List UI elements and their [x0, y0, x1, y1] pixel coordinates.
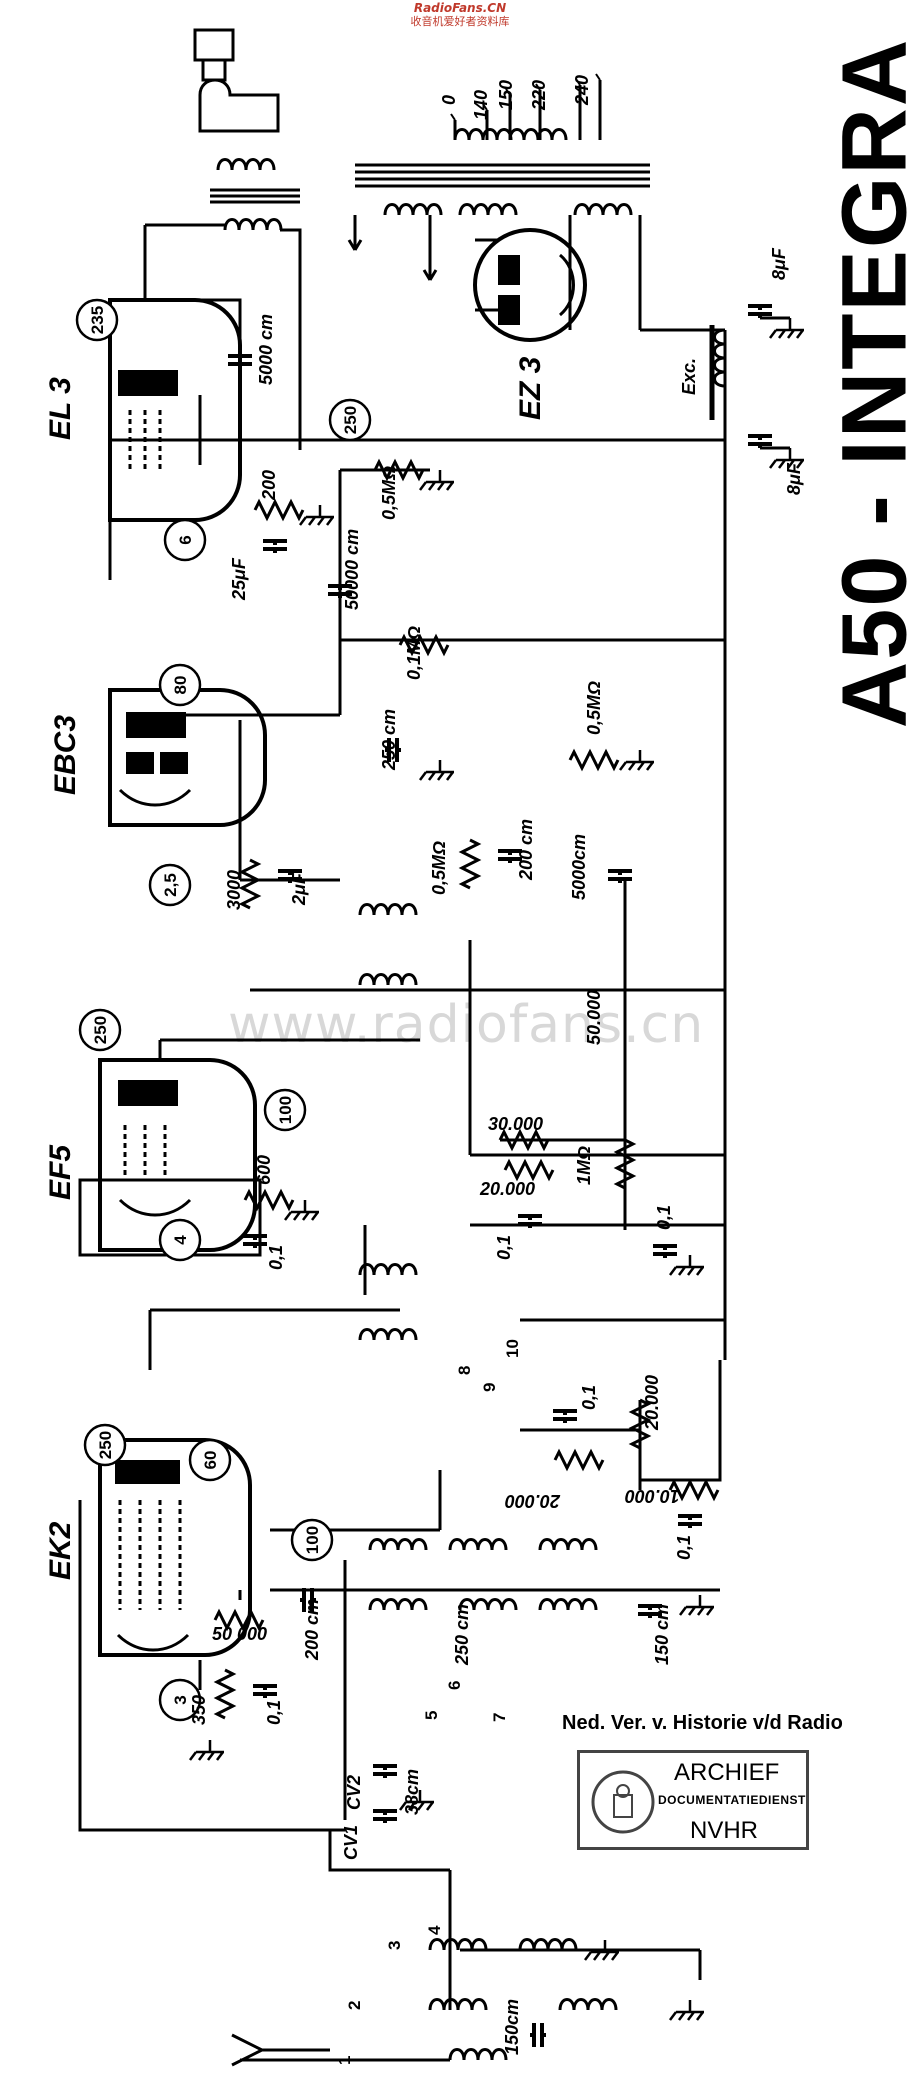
r-20000: 20.000 [479, 1179, 535, 1199]
c-01-c: 0,1 [654, 1205, 674, 1230]
c-01-a: 0,1 [266, 1245, 286, 1270]
archive-credit: Ned. Ver. v. Historie v/d Radio [562, 1712, 843, 1734]
v-el3-cathode: 6 [176, 535, 195, 544]
v-ef5-cathode: 4 [171, 1235, 190, 1245]
c-01-f: 0,1 [264, 1700, 284, 1725]
pot-05m: 0,5MΩ [584, 681, 604, 735]
tap-150: 150 [496, 80, 516, 110]
label-ebc3: EBC3 [49, 715, 82, 795]
r-3000: 3000 [224, 870, 244, 910]
c-25uf: 25μF [229, 557, 249, 601]
v-ek2-g4: 100 [303, 1526, 322, 1554]
site-name: RadioFans.CN [413, 1, 507, 15]
r-30000: 30.000 [488, 1114, 543, 1134]
r-1m: 1MΩ [574, 1146, 594, 1185]
sw-8: 8 [455, 1366, 474, 1375]
stamp-line-nvhr: NVHR [690, 1817, 759, 1844]
sw-6: 6 [445, 1681, 464, 1690]
label-el3: EL 3 [44, 377, 77, 440]
v-ek2-cathode: 3 [171, 1695, 190, 1704]
sw-2: 2 [345, 2001, 364, 2010]
diagram-labels: EL 3 EZ 3 EBC3 EF5 EK2 235 250 6 80 2,5 … [44, 75, 804, 2065]
filter-capacitors [746, 304, 806, 470]
r-50000-b: 50 000 [212, 1624, 267, 1644]
c-50000cm: 50000 cm [342, 529, 362, 610]
sw-1: 1 [335, 2056, 354, 2065]
r-600: 600 [254, 1155, 274, 1185]
c-150cm-b: 150cm [502, 1999, 522, 2055]
r-350: 350 [189, 1695, 209, 1725]
sw-5: 5 [422, 1711, 441, 1720]
r-20000-b: 20.000 [642, 1375, 662, 1431]
ez3-rectifier-tube [473, 228, 587, 342]
cv2: CV2 [344, 1775, 364, 1810]
archive-stamp: ARCHIEF DOCUMENTATIEDIENST NVHR [577, 1750, 809, 1850]
stamp-line-documentatiedienst: DOCUMENTATIEDIENST [658, 1793, 806, 1807]
power-transformer [347, 73, 650, 330]
output-transformer [143, 158, 302, 450]
voltage-markers [75, 298, 372, 1722]
c-01-e: 0,1 [674, 1535, 694, 1560]
r-01m: 0,1MΩ [404, 626, 424, 680]
sw-7: 7 [490, 1713, 509, 1722]
v-ebc3-cathode: 2,5 [161, 873, 180, 897]
v-ebc3-anode: 80 [171, 676, 190, 695]
ek2-octode-mixer [98, 1438, 252, 1657]
r-20000-c: 20.000 [505, 1491, 561, 1511]
r-200: 200 [259, 470, 279, 501]
ebc3-duo-diode-triode [108, 688, 267, 827]
tap-0: 0 [439, 95, 459, 105]
v-ek2-g2: 60 [201, 1451, 220, 1470]
sw-4: 4 [425, 1925, 444, 1935]
exc-label: Exc. [679, 358, 699, 395]
r-10000: 10.000 [625, 1486, 680, 1506]
c-150cm: 150 cm [652, 1604, 672, 1665]
tap-240: 240 [572, 75, 592, 106]
c-2uf: 2μF [289, 872, 309, 906]
c-200cm: 200 cm [516, 819, 536, 881]
sw-10: 10 [503, 1339, 522, 1358]
sw-9: 9 [480, 1383, 499, 1392]
v-el3-anode: 235 [88, 306, 107, 334]
field-coil-choke [709, 325, 727, 420]
v-ef5-screen: 100 [276, 1096, 295, 1124]
c-200cm-b: 200 cm [302, 1599, 322, 1661]
v-el3-screen: 250 [341, 406, 360, 434]
cv1: CV1 [341, 1825, 361, 1860]
c-38cm: 38cm [402, 1769, 422, 1815]
stamp-line-archief: ARCHIEF [674, 1759, 780, 1786]
c-250-osc: 250 cm [452, 1604, 472, 1666]
nvhr-logo-icon [591, 1770, 655, 1834]
tap-140: 140 [471, 90, 491, 120]
sw-3: 3 [385, 1941, 404, 1950]
label-ef5: EF5 [44, 1144, 77, 1200]
label-ek2: EK2 [44, 1521, 77, 1580]
antenna-icon [231, 2033, 330, 2067]
r-50000: 50.000 [584, 990, 604, 1045]
c-01-d: 0,1 [579, 1385, 599, 1410]
c-8uf-top: 8μF [769, 247, 789, 280]
label-ez3: EZ 3 [514, 356, 547, 420]
v-ek2-anode: 250 [96, 1431, 115, 1459]
c-8uf-bot: 8μF [784, 462, 804, 495]
tap-220: 220 [529, 80, 549, 111]
c-250cm: 250 cm [379, 709, 399, 771]
v-ef5-anode: 250 [91, 1016, 110, 1044]
el3-output-tube [108, 298, 242, 522]
r-05m-b: 0,5MΩ [429, 841, 449, 895]
site-name-chinese: 收音机爱好者资料库 [410, 15, 510, 28]
c-01-b: 0,1 [494, 1235, 514, 1260]
c-5000cm: 5000 cm [256, 314, 276, 385]
speaker-icon [193, 28, 280, 133]
site-header: RadioFans.CN 收音机爱好者资料库 [340, 1, 580, 29]
c-5000cm-b: 5000cm [569, 834, 589, 900]
r-05m: 0,5MΩ [379, 466, 399, 520]
